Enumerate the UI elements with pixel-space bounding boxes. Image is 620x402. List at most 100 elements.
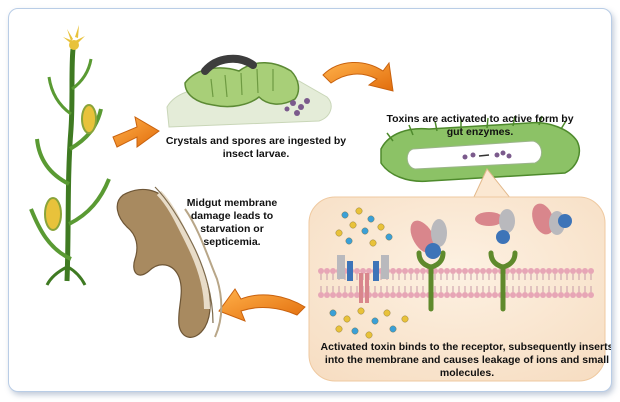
lipid-head (408, 268, 414, 274)
lipid-head (342, 292, 348, 298)
corn-plant-icon (29, 25, 111, 286)
lipid-head (540, 292, 546, 298)
lipid-head (534, 268, 540, 274)
lipid-head (396, 292, 402, 298)
lipid-head (456, 292, 462, 298)
ion-dot (401, 315, 409, 323)
lipid-head (522, 268, 528, 274)
lipid-head (522, 292, 528, 298)
lipid-head (546, 268, 552, 274)
membrane-receptor-icon (308, 196, 606, 382)
ion-dot (361, 227, 369, 235)
lipid-head (402, 268, 408, 274)
lipid-head (510, 292, 516, 298)
ion-dot (369, 239, 377, 247)
lipid-head (546, 292, 552, 298)
midgut-tissue-icon (116, 186, 223, 338)
caption-ingestion: Crystals and spores are ingested by inse… (165, 135, 347, 160)
lipid-head (462, 268, 468, 274)
lipid-head (552, 268, 558, 274)
lipid-head (528, 292, 534, 298)
lipid-head (528, 268, 534, 274)
lipid-head (474, 292, 480, 298)
lipid-head (402, 292, 408, 298)
larva-gut-icon (380, 115, 581, 183)
arrow-to-gut (322, 61, 394, 92)
lipid-head (486, 292, 492, 298)
lipid-head (582, 292, 588, 298)
lipid-head (366, 268, 372, 274)
lipid-head (378, 292, 384, 298)
lipid-head (510, 268, 516, 274)
lipid-head (552, 292, 558, 298)
lipid-head (336, 292, 342, 298)
lipid-head (492, 268, 498, 274)
lipid-head (450, 292, 456, 298)
lipid-head (390, 292, 396, 298)
lipid-head (354, 292, 360, 298)
ion-dot (335, 325, 343, 333)
ion-dot (343, 315, 351, 323)
ion-dot (349, 221, 357, 229)
ion-dot (341, 211, 349, 219)
lipid-head (534, 292, 540, 298)
lipid-head (420, 292, 426, 298)
lipid-head (588, 292, 594, 298)
lipid-head (480, 292, 486, 298)
diagram-artwork (29, 25, 606, 382)
lipid-head (420, 268, 426, 274)
lipid-head (438, 292, 444, 298)
lipid-head (492, 292, 498, 298)
ion-dot (377, 223, 385, 231)
lipid-head (450, 268, 456, 274)
lipid-head (576, 268, 582, 274)
arrow-to-midgut (218, 288, 306, 322)
lipid-head (576, 292, 582, 298)
ion-dot (357, 307, 365, 315)
lipid-head (588, 268, 594, 274)
caption-binding: Activated toxin binds to the receptor, s… (320, 341, 612, 379)
lipid-head (564, 268, 570, 274)
lipid-head (468, 268, 474, 274)
lipid-head (558, 292, 564, 298)
lipid-head (444, 292, 450, 298)
lipid-head (360, 268, 366, 274)
ion-dot (355, 207, 363, 215)
ion-dot (335, 229, 343, 237)
lipid-head (348, 292, 354, 298)
lipid-head (330, 268, 336, 274)
ion-dot (385, 233, 393, 241)
lipid-head (384, 292, 390, 298)
ion-dot (345, 237, 353, 245)
lipid-head (390, 268, 396, 274)
lipid-head (414, 292, 420, 298)
lipid-head (486, 268, 492, 274)
lipid-head (540, 268, 546, 274)
ion-dot (365, 331, 373, 339)
lipid-head (444, 268, 450, 274)
ion-dot (351, 327, 359, 335)
lipid-head (396, 268, 402, 274)
lipid-head (408, 292, 414, 298)
ion-dot (371, 317, 379, 325)
ion-dot (329, 309, 337, 317)
lipid-head (456, 268, 462, 274)
lipid-head (462, 292, 468, 298)
lipid-head (318, 268, 324, 274)
caption-activation: Toxins are activated to active form by g… (386, 113, 574, 138)
lipid-head (324, 292, 330, 298)
lipid-head (438, 268, 444, 274)
lipid-head (570, 292, 576, 298)
ion-dot (383, 309, 391, 317)
lipid-head (372, 292, 378, 298)
lipid-head (570, 268, 576, 274)
diagram-frame: Crystals and spores are ingested by inse… (8, 8, 612, 392)
larva-feeding-icon (166, 54, 332, 128)
arrow-to-larva (112, 116, 160, 148)
lipid-head (318, 292, 324, 298)
caption-damage: Midgut membrane damage leads to starvati… (186, 197, 278, 248)
lipid-head (516, 292, 522, 298)
lipid-head (582, 268, 588, 274)
ion-dot (389, 325, 397, 333)
lipid-head (468, 292, 474, 298)
